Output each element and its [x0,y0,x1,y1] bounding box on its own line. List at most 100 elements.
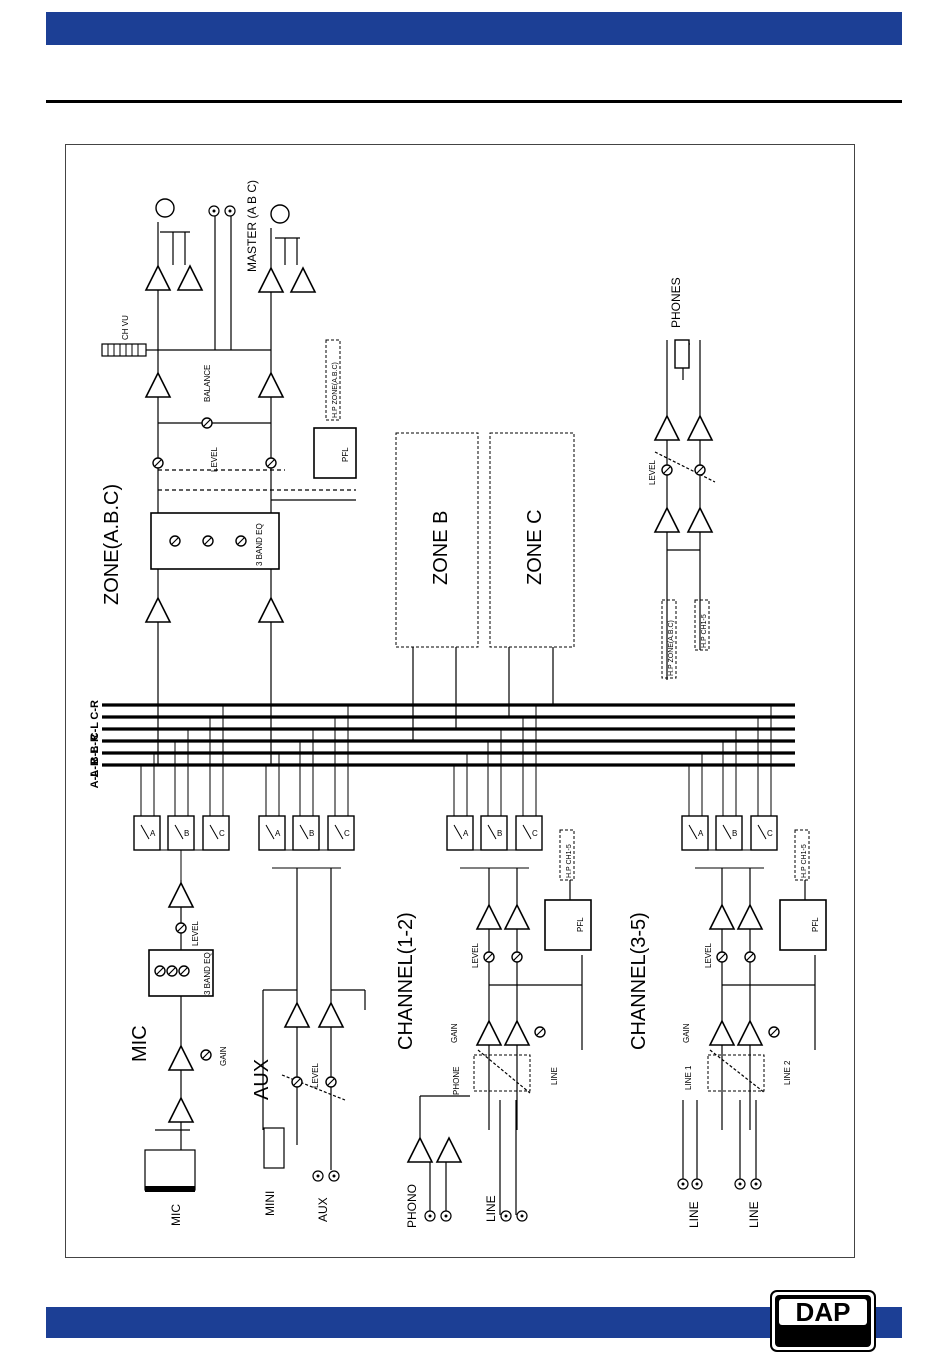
phones-hp-ch-tag-box [694,599,710,651]
ch-vu-label: CH VU [121,315,130,340]
mic-switch-bank: A B C [133,815,230,851]
svg-text:AUDIO: AUDIO [799,1330,848,1347]
ch12-gain-knob[interactable] [534,1026,546,1038]
block-diagram-frame [65,144,855,1258]
ch12-title: CHANNEL(1-2) [395,912,417,1050]
ch12-switch-a[interactable] [446,815,474,851]
mic-switch-a[interactable] [133,815,161,851]
mic-eq-knob-2[interactable] [166,965,178,977]
ch35-gain-knob[interactable] [768,1026,780,1038]
master-rca-right [224,205,236,217]
aux-switch-bank: A B C [258,815,355,851]
zone-level-knob-right [265,457,277,469]
ch12-level-knob-1[interactable] [483,951,495,963]
ch35-level-knob-2[interactable] [744,951,756,963]
ch35-line2-switch-label: LINE 2 [783,1060,792,1085]
zone-eq-knob-high [235,535,247,547]
phones-hp-ch-tag: H.P CH1-5 [701,614,708,648]
ch12-switch-b[interactable] [480,815,508,851]
ch12-hp-tag: H.P CH1-5 [566,844,573,878]
bus-label-bl: B-L [89,746,101,765]
ch35-switch-b[interactable] [715,815,743,851]
zone-eq-knob-low [169,535,181,547]
balance-knob [201,417,213,429]
mic-preamp [168,1097,194,1123]
ch35-line1-jack-label: LINE [687,1201,701,1228]
mic-switch-c-label: C [219,829,225,838]
mic-eq-knob-1[interactable] [154,965,166,977]
aux-amp-left [284,1002,310,1028]
aux-switch-c[interactable] [327,815,355,851]
master-xlr-left-jack [155,198,175,218]
zone-level-label: LEVEL [210,447,219,472]
phono-jack-label: PHONO [405,1184,419,1228]
aux-switch-c-label: C [344,829,350,838]
aux-level-knob-right[interactable] [325,1076,337,1088]
ch12-line-switch-label: LINE [550,1067,559,1085]
ch12-pfl-label: PFL [576,917,585,932]
hp-zone-tag-box-top [325,339,341,421]
dap-audio-logo: DAP AUDIO ® [770,1290,876,1352]
ch12-gain-label: GAIN [450,1023,459,1043]
ch12-line-rca-right [516,1210,528,1222]
ch12-level-knob-2[interactable] [511,951,523,963]
master-left-amp-1 [145,265,171,291]
ch12-output-amp-2 [504,904,530,930]
zone-b-box [395,432,479,648]
ch35-switch-a-label: A [698,829,704,838]
phono-rca-left [424,1210,436,1222]
zone-b-label: ZONE B [430,511,452,585]
ch35-line2-jack-label: LINE [747,1201,761,1228]
phono-preamp-2 [436,1137,462,1163]
ch12-input-selector[interactable] [473,1054,531,1092]
zone-a-left-out-amp [145,372,171,398]
aux-switch-a-label: A [275,829,281,838]
ch35-hp-tag-box [794,829,810,881]
mic-eq-knob-3[interactable] [178,965,190,977]
zone-c-box [489,432,575,648]
phones-level-knob-left [661,464,673,476]
zone-abc-title: ZONE(A.B.C) [101,484,123,605]
phones-hp-zone-tag-box [661,599,677,679]
ch35-line1-rca-left [677,1178,689,1190]
zone-a-left-input-amp [145,597,171,623]
zone-pfl-label: PFL [341,447,350,462]
mic-gain-label: GAIN [219,1046,228,1066]
ch35-switch-c[interactable] [750,815,778,851]
ch35-pfl-box [779,899,827,951]
ch35-line2-rca-left [734,1178,746,1190]
mic-switch-b[interactable] [167,815,195,851]
ch12-switch-c[interactable] [515,815,543,851]
master-label: MASTER (A B C) [245,180,259,272]
mic-level-label: LEVEL [191,921,200,946]
aux-rca-left [312,1170,324,1182]
phones-hp-zone-tag: H.P ZONE(A.B.C) [668,620,675,676]
ch35-switch-a[interactable] [681,815,709,851]
mic-section-title: MIC [129,1025,151,1062]
ch35-hp-tag: H.P CH1-5 [801,844,808,878]
mic-level-knob[interactable] [175,922,187,934]
aux-switch-b-label: B [309,829,314,838]
ch35-level-knob-1[interactable] [716,951,728,963]
ch35-input-selector[interactable] [707,1054,765,1092]
phono-rca-right [440,1210,452,1222]
aux-switch-a[interactable] [258,815,286,851]
phones-amp-left-1 [654,507,680,533]
mic-gain-knob[interactable] [200,1049,212,1061]
switch-bus-taps [140,705,772,880]
header-bar [46,12,902,45]
zone-level-knob-left [152,457,164,469]
zone-eq-knob-mid [202,535,214,547]
ch12-switch-bank: A B C [446,815,543,851]
aux-section-title: AUX [251,1059,273,1100]
aux-switch-b[interactable] [292,815,320,851]
ch12-gain-amp-2 [504,1020,530,1046]
ch12-line-rca-left [500,1210,512,1222]
bus-label-al: A-L [89,770,101,789]
ch-vu-meter [101,343,147,357]
master-rca-left [208,205,220,217]
phones-amp-right-1 [687,507,713,533]
ch35-line2-rca-right [750,1178,762,1190]
mic-switch-c[interactable] [202,815,230,851]
aux-level-knob-left[interactable] [291,1076,303,1088]
